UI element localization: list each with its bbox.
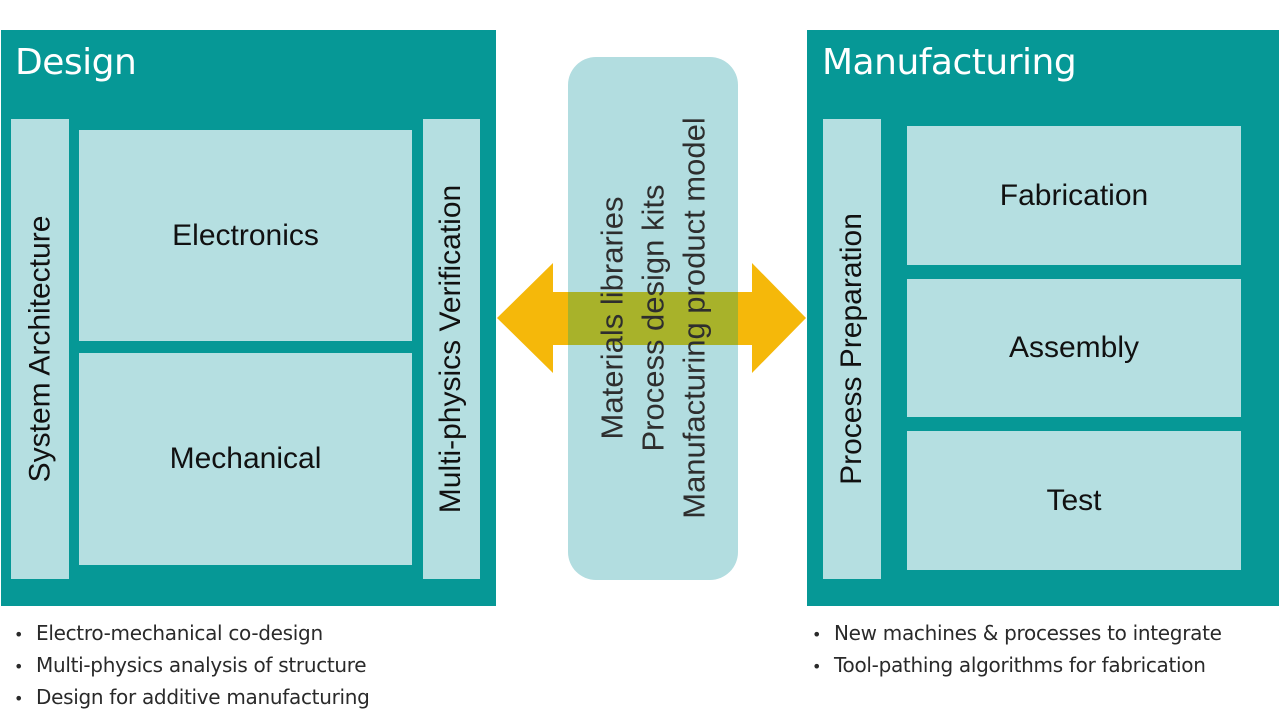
design-bullet: Design for additive manufacturing (14, 682, 370, 714)
design-bullet: Multi-physics analysis of structure (14, 650, 370, 682)
design-title: Design (15, 42, 137, 83)
electronics-box: Electronics (79, 130, 412, 341)
materials-libraries-label: Materials libraries (594, 196, 630, 440)
process-design-kits-label: Process design kits (635, 184, 671, 452)
manufacturing-bullets: New machines & processes to integrate To… (812, 618, 1222, 682)
manufacturing-bullet: New machines & processes to integrate (812, 618, 1222, 650)
assembly-label: Assembly (1008, 331, 1140, 364)
fabrication-label: Fabrication (999, 178, 1149, 212)
shared-resources-text: Materials libraries Process design kits … (592, 117, 715, 519)
design-bullet: Electro-mechanical co-design (14, 618, 370, 650)
process-preparation-bar: Process Preparation (823, 119, 881, 579)
multiphysics-verification-bar: Multi-physics Verification (423, 119, 480, 579)
design-bullets: Electro-mechanical co-design Multi-physi… (14, 618, 370, 714)
system-architecture-bar: System Architecture (11, 119, 69, 579)
test-box: Test (907, 431, 1241, 570)
manufacturing-title: Manufacturing (822, 42, 1077, 83)
mechanical-box: Mechanical (79, 353, 412, 565)
manufacturing-bullet: Tool-pathing algorithms for fabrication (812, 650, 1222, 682)
electronics-label: Electronics (172, 218, 319, 252)
assembly-box: Assembly (907, 279, 1241, 417)
manufacturing-product-model-label: Manufacturing product model (676, 117, 712, 519)
fabrication-box: Fabrication (907, 126, 1241, 265)
arrow-pill-overlap (568, 292, 738, 345)
mechanical-label: Mechanical (169, 442, 322, 475)
test-label: Test (1046, 483, 1102, 517)
